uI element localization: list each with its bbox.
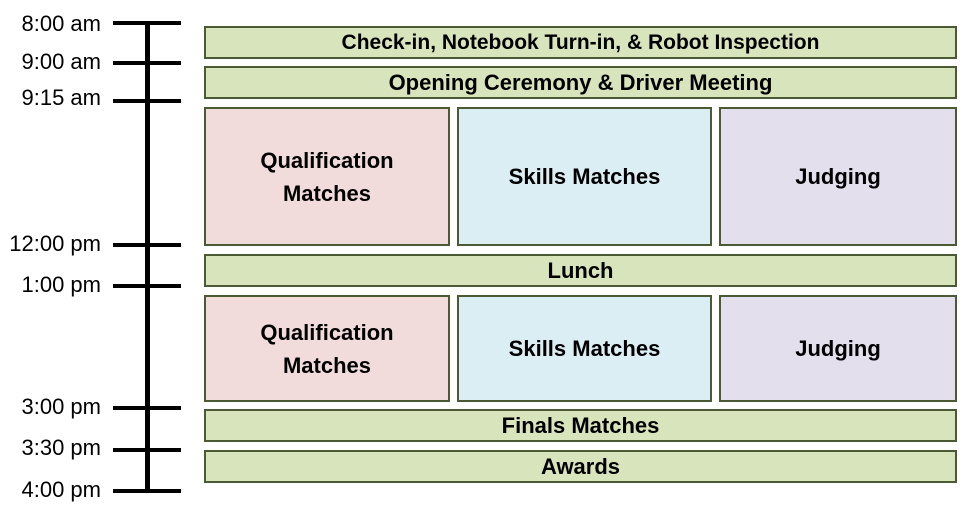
time-label-0900: 9:00 am: [21, 49, 102, 74]
lunch-block: Lunch: [204, 254, 957, 287]
afternoon-skills-block: Skills Matches: [457, 295, 712, 402]
afternoon-judging-block: Judging: [719, 295, 957, 402]
time-label-0800: 8:00 am: [21, 11, 102, 36]
tick-1530: [113, 448, 181, 452]
afternoon-qualification-block: Qualification Matches: [204, 295, 450, 402]
opening-ceremony-block: Opening Ceremony & Driver Meeting: [204, 66, 957, 99]
morning-qualification-block: Qualification Matches: [204, 107, 450, 246]
checkin-block: Check-in, Notebook Turn-in, & Robot Insp…: [204, 26, 957, 59]
tick-0800: [113, 21, 181, 25]
time-label-1200: 12:00 pm: [9, 231, 101, 256]
morning-judging-block: Judging: [719, 107, 957, 246]
tick-1500: [113, 406, 181, 410]
tick-0915: [113, 99, 181, 103]
tick-0900: [113, 61, 181, 65]
time-label-1500: 3:00 pm: [21, 394, 102, 419]
tick-1200: [113, 243, 181, 247]
awards-block: Awards: [204, 450, 957, 483]
tick-1300: [113, 284, 181, 288]
time-label-1600: 4:00 pm: [21, 477, 102, 502]
time-label-1530: 3:30 pm: [21, 435, 102, 460]
finals-block: Finals Matches: [204, 409, 957, 442]
time-label-1300: 1:00 pm: [21, 272, 102, 297]
timeline-axis: [145, 22, 150, 492]
tick-1600: [113, 489, 181, 493]
morning-skills-block: Skills Matches: [457, 107, 712, 246]
time-label-0915: 9:15 am: [21, 85, 102, 110]
